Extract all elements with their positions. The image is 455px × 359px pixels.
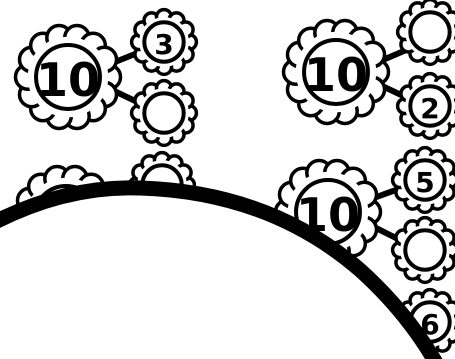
bond-part-number-2b: 2	[420, 92, 439, 125]
bond-part-number-1a: 3	[154, 28, 173, 61]
bond-part-number-4a: 5	[415, 166, 434, 199]
bond-whole-number-2: 10	[304, 48, 368, 102]
bond-whole-number-1: 10	[36, 53, 100, 107]
bond-part-flower-1b	[132, 81, 197, 146]
bond-part-flower-2a	[398, 0, 455, 64]
bond-part-flower-4b	[393, 218, 455, 283]
